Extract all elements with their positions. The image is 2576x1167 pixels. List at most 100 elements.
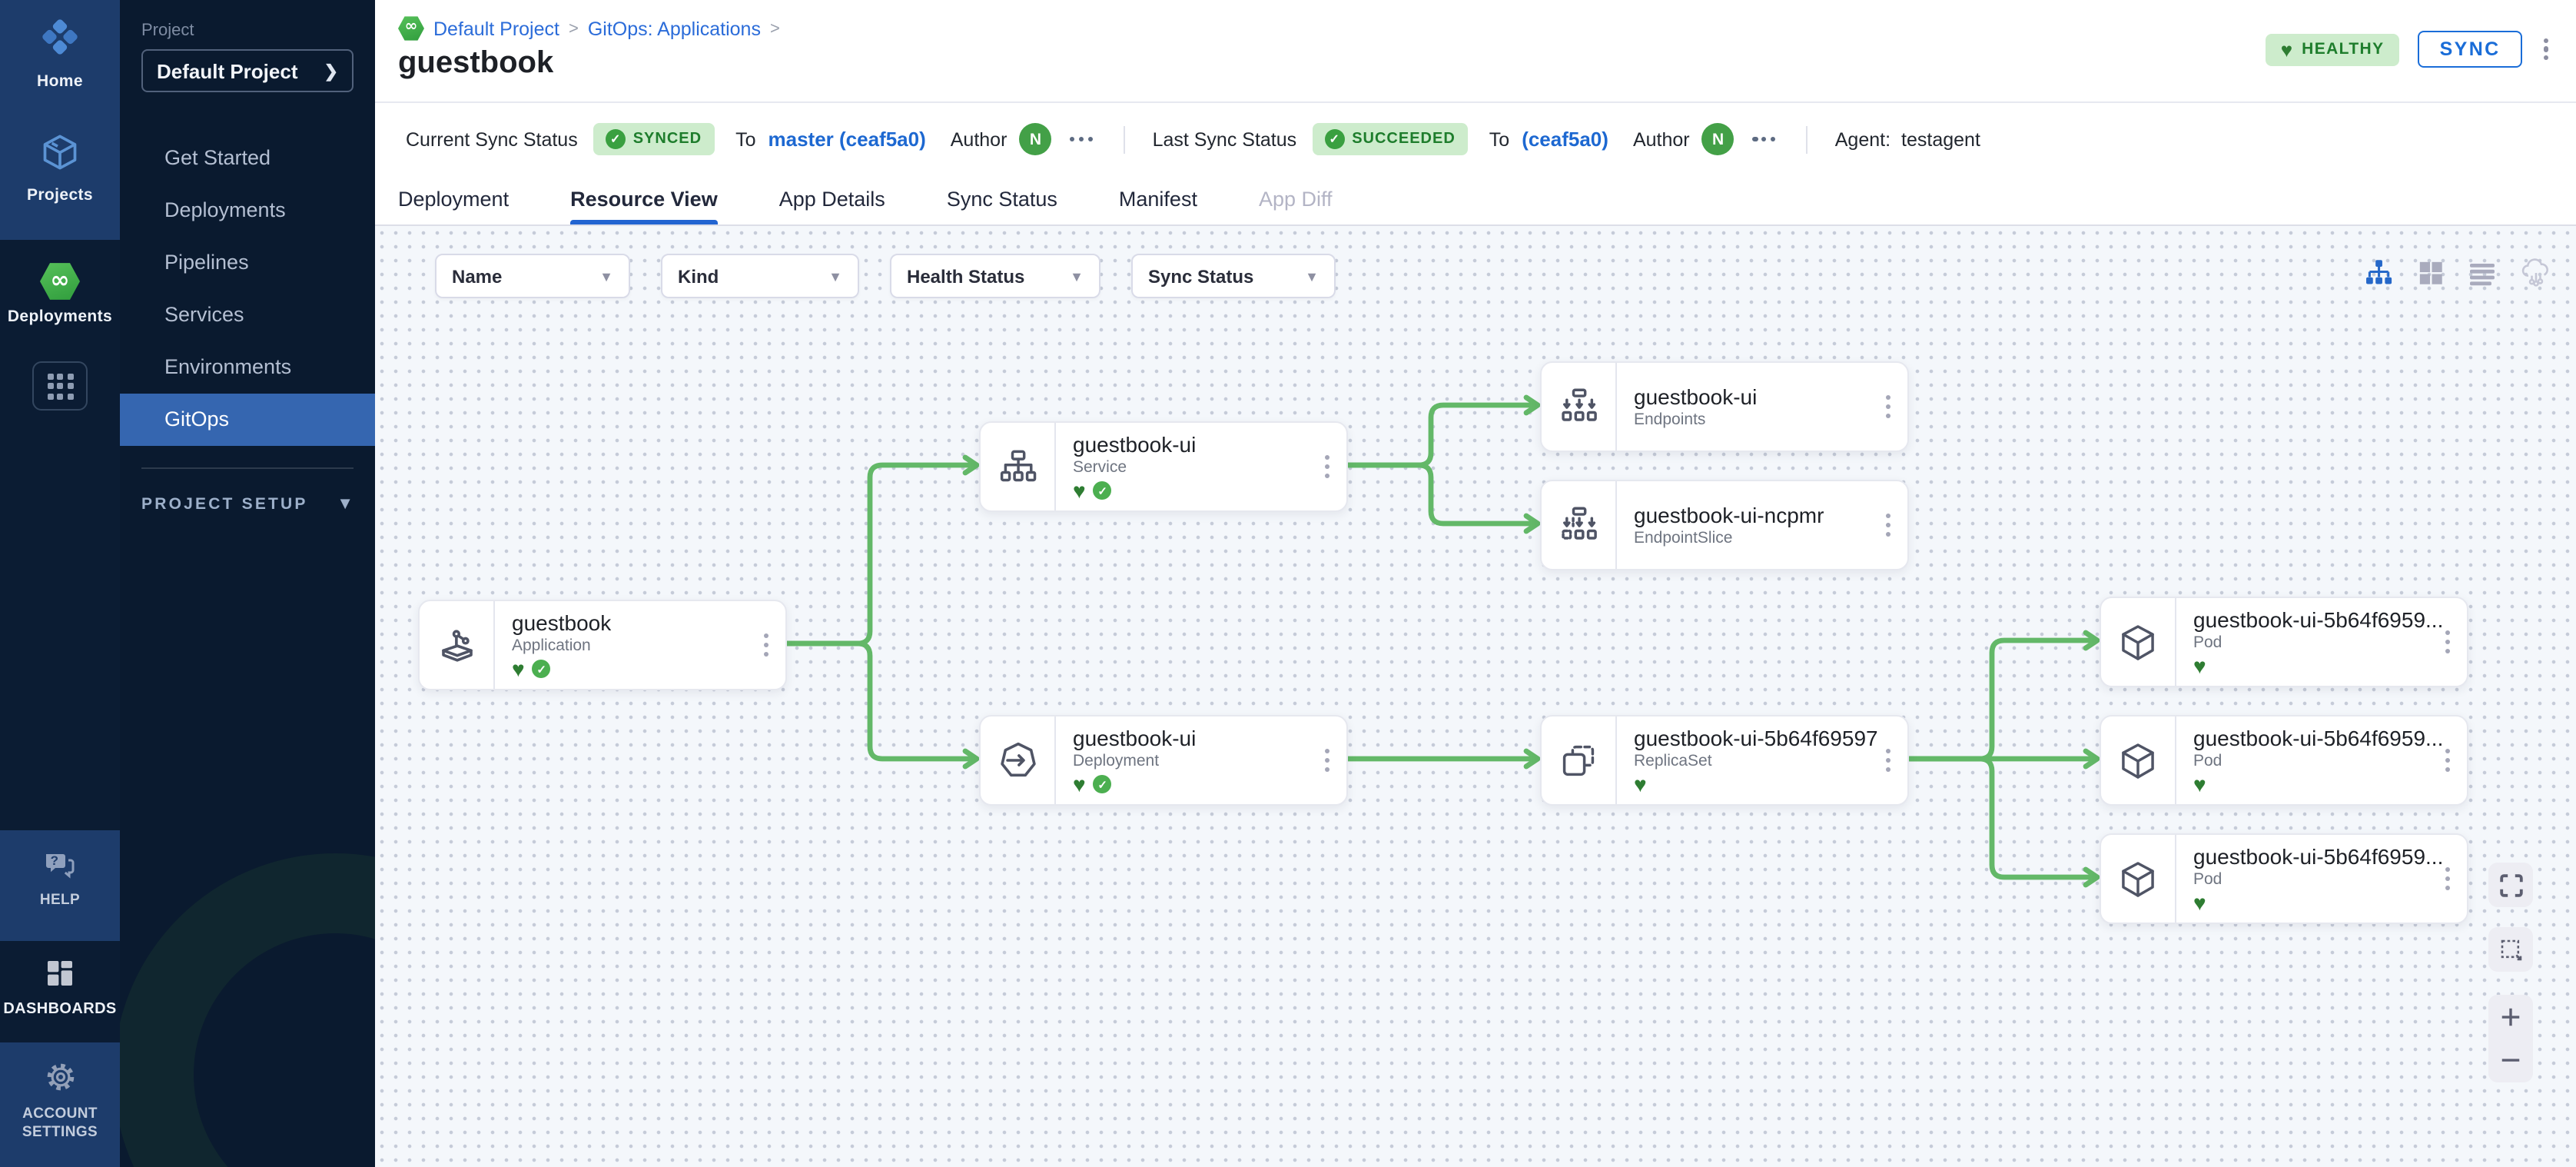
current-sync-kebab-menu[interactable] (1067, 134, 1095, 145)
pod-icon (2101, 598, 2176, 686)
dashboards-icon (45, 958, 75, 996)
selection-tool-button[interactable] (2488, 927, 2533, 972)
rail-item-label: DASHBOARDS (3, 1001, 117, 1018)
rail-item-label: Projects (26, 186, 94, 205)
health-status-badge: ♥ HEALTHY (2265, 33, 2400, 65)
grid-view-icon[interactable] (2418, 260, 2444, 286)
sidebar-item-get-started[interactable]: Get Started (164, 146, 271, 169)
filter-health-status[interactable]: Health Status▼ (890, 254, 1100, 298)
node-kind: Application (512, 637, 591, 655)
node-kind: Deployment (1073, 752, 1160, 770)
resource-node-pod-pod1[interactable]: guestbook-ui-5b64f6959...Pod♥ (2100, 597, 2468, 687)
service-icon (981, 423, 1056, 510)
tab-sync-status[interactable]: Sync Status (946, 188, 1057, 211)
node-kebab-menu[interactable] (761, 630, 772, 659)
tab-deployment[interactable]: Deployment (398, 188, 510, 211)
node-kebab-menu[interactable] (2442, 864, 2453, 893)
succeeded-badge-label: SUCCEEDED (1352, 131, 1456, 148)
node-kebab-menu[interactable] (1322, 746, 1333, 774)
node-kind: Endpoints (1634, 411, 1706, 429)
node-kebab-menu[interactable] (2442, 746, 2453, 774)
project-selector[interactable]: Default Project ❯ (141, 49, 354, 92)
node-kind: Pod (2193, 752, 2222, 770)
tab-app-details[interactable]: App Details (778, 188, 885, 211)
breadcrumb-separator: > (769, 19, 780, 38)
node-title: guestbook (512, 610, 612, 635)
node-title: guestbook-ui-5b64f6959... (2193, 844, 2442, 869)
module-picker-button[interactable] (32, 361, 88, 411)
node-status-badges: ♥ (2193, 892, 2442, 913)
resource-node-pod-pod2[interactable]: guestbook-ui-5b64f6959...Pod♥ (2100, 715, 2468, 806)
author-avatar: N (1019, 123, 1052, 155)
tree-view-icon[interactable] (2364, 258, 2393, 288)
app-options-kebab-menu[interactable] (2541, 35, 2551, 63)
filter-sync-status[interactable]: Sync Status▼ (1131, 254, 1336, 298)
rail-item-projects[interactable]: Projects (0, 117, 120, 221)
sidebar-watermark (120, 853, 375, 1167)
project-section-label: Project (141, 22, 194, 40)
sidebar-item-environments[interactable]: Environments (164, 355, 292, 378)
tab-manifest[interactable]: Manifest (1118, 188, 1197, 211)
divider (1805, 125, 1808, 153)
application-icon (420, 601, 495, 689)
to-label: To (735, 128, 756, 150)
node-kebab-menu[interactable] (2442, 627, 2453, 656)
node-kind: Pod (2193, 633, 2222, 652)
node-status-badges: ♥ (1634, 773, 1883, 795)
rail-item-dashboards[interactable]: DASHBOARDS (0, 941, 120, 1036)
filter-kind[interactable]: Kind▼ (661, 254, 859, 298)
node-kebab-menu[interactable] (1322, 452, 1333, 480)
rail-item-help[interactable]: ? HELP (0, 830, 120, 926)
rail-item-deployments[interactable]: ∞ Deployments (0, 240, 120, 343)
synced-badge-label: SYNCED (632, 131, 702, 148)
tab-resource-view[interactable]: Resource View (570, 174, 718, 224)
sidebar-item-services[interactable]: Services (164, 303, 244, 326)
node-kebab-menu[interactable] (1883, 746, 1894, 774)
sidebar-item-gitops[interactable]: GitOps (120, 394, 375, 446)
author-label: Author (1632, 128, 1690, 150)
node-title: guestbook-ui-ncpmr (1634, 503, 1824, 527)
last-target-revision-link[interactable]: (ceaf5a0) (1522, 128, 1608, 151)
zoom-out-button[interactable] (2488, 1039, 2533, 1082)
sidebar-item-pipelines[interactable]: Pipelines (164, 251, 249, 274)
node-kind: ReplicaSet (1634, 752, 1712, 770)
chevron-down-icon: ▼ (599, 268, 613, 284)
rail-item-home[interactable]: Home (0, 0, 120, 108)
filter-name[interactable]: Name▼ (435, 254, 630, 298)
breadcrumb-link-project[interactable]: Default Project (433, 18, 559, 39)
node-kebab-menu[interactable] (1883, 510, 1894, 539)
node-status-badges: ♥✓ (1073, 480, 1322, 501)
gear-icon (44, 1061, 76, 1101)
tab-app-diff[interactable]: App Diff (1258, 188, 1333, 211)
endpointslice-icon (1542, 481, 1617, 569)
rail-item-label: ACCOUNT SETTINGS (22, 1105, 98, 1141)
zoom-control-group (2488, 995, 2533, 1082)
list-view-icon[interactable] (2468, 261, 2496, 285)
current-target-revision-link[interactable]: master (ceaf5a0) (768, 128, 926, 151)
node-status-badges: ♥ (2193, 773, 2442, 795)
healthy-heart-icon: ♥ (1073, 478, 1086, 503)
filter-label: Sync Status (1148, 265, 1254, 287)
zoom-in-button[interactable] (2488, 995, 2533, 1039)
breadcrumb-link-gitops-applications[interactable]: GitOps: Applications (587, 18, 761, 39)
project-setup-toggle[interactable]: PROJECT SETUP ▼ (141, 469, 354, 540)
resource-node-pod-pod3[interactable]: guestbook-ui-5b64f6959...Pod♥ (2100, 833, 2468, 924)
node-kebab-menu[interactable] (1883, 392, 1894, 421)
rail-item-label: Deployments (7, 308, 113, 326)
fit-to-screen-button[interactable] (2488, 863, 2533, 907)
rail-item-account-settings[interactable]: ACCOUNT SETTINGS (0, 1042, 120, 1158)
network-view-icon[interactable] (2521, 258, 2551, 288)
sync-button[interactable]: SYNC (2418, 31, 2522, 68)
last-sync-kebab-menu[interactable] (1750, 134, 1778, 145)
rail-top-section: Home Projects (0, 0, 120, 240)
sidebar-item-deployments[interactable]: Deployments (164, 198, 286, 221)
divider (1123, 125, 1125, 153)
